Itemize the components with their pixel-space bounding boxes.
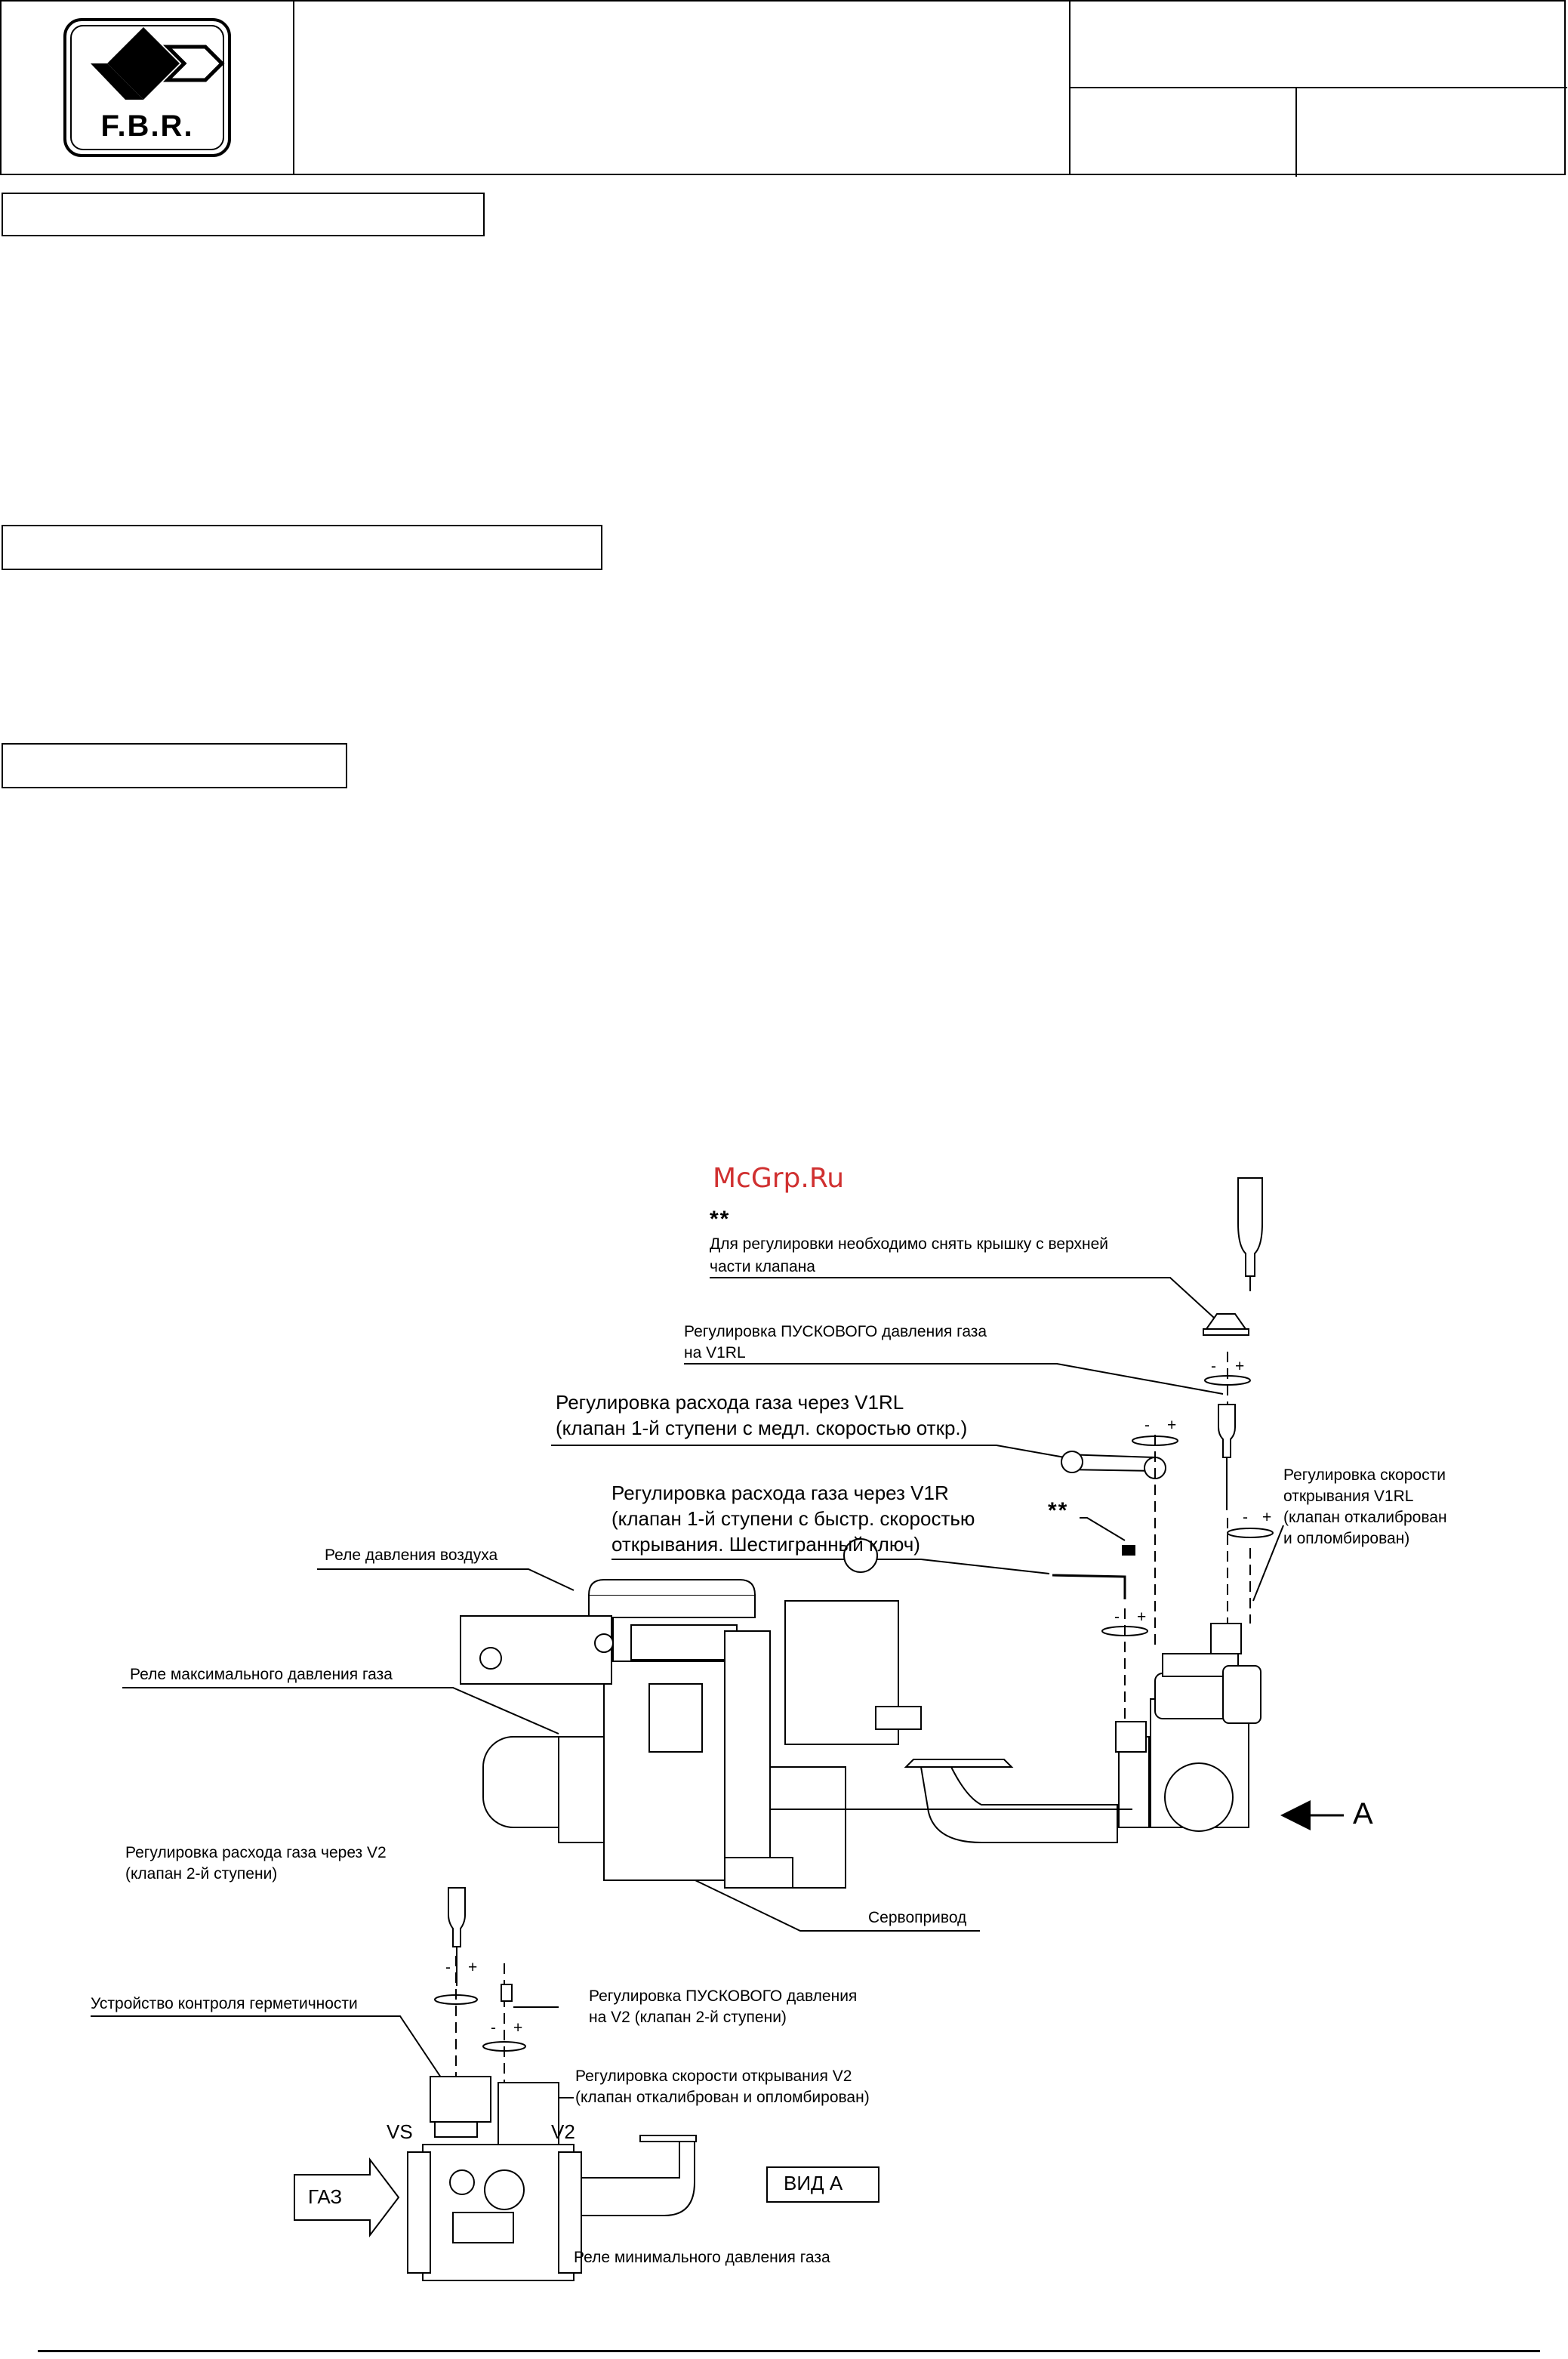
minus-sign: - — [491, 2019, 496, 2037]
plus-sign: + — [513, 2019, 523, 2037]
minus-sign: - — [445, 1959, 451, 1976]
air-pressure-switch-label: Реле давления воздуха — [325, 1546, 498, 1564]
view-a-box — [766, 2166, 879, 2203]
flow-v1r-3: открывания. Шестигранный ключ) — [611, 1533, 920, 1556]
start-pressure-v2-1: Регулировка ПУСКОВОГО давления — [589, 1987, 858, 2005]
minus-sign: - — [1211, 1358, 1216, 1375]
v2-label: V2 — [551, 2120, 575, 2143]
gas-inlet-arrow — [294, 2157, 400, 2237]
plus-sign: + — [1262, 1509, 1272, 1526]
speed-v2-1: Регулировка скорости открывания V2 — [575, 2068, 852, 2085]
plus-sign: + — [1137, 1608, 1147, 1626]
bottom-rule — [38, 2350, 1540, 2352]
flow-v2-2: (клапан 2-й ступени) — [125, 1865, 278, 1883]
start-pressure-v1rl-2: на V1RL — [684, 1344, 746, 1361]
divider — [1295, 87, 1297, 177]
note-stars-2: ** — [1048, 1498, 1069, 1523]
speed-v1rl-2: открывания V1RL — [1283, 1488, 1414, 1505]
speed-v1rl-4: и опломбирован) — [1283, 1530, 1410, 1547]
section-title-box-3 — [2, 743, 347, 788]
flow-v1rl-1: Регулировка расхода газа через V1RL — [556, 1391, 904, 1414]
hex-key-icon — [1052, 1574, 1126, 1599]
speed-v1rl-3: (клапан откалиброван — [1283, 1509, 1447, 1526]
divider — [1069, 87, 1567, 88]
section-title-box-2 — [2, 525, 602, 570]
arrow-a-label: A — [1353, 1797, 1373, 1830]
flow-v1r-1: Регулировка расхода газа через V1R — [611, 1482, 949, 1504]
fbr-logo-mark-icon — [63, 18, 231, 157]
flow-v1rl-2: (клапан 1-й ступени с медл. скоростью от… — [556, 1417, 968, 1439]
note-line-1: Для регулировки необходимо снять крышку … — [710, 1235, 1109, 1253]
start-pressure-v2-2: на V2 (клапан 2-й ступени) — [589, 2009, 787, 2026]
minus-sign: - — [1114, 1608, 1120, 1626]
tightness-label: Устройство контроля герметичности — [91, 1995, 358, 2012]
valve-assembly — [407, 2076, 697, 2281]
minus-sign: - — [1243, 1509, 1248, 1526]
plus-sign: + — [468, 1959, 478, 1976]
flow-v2-1: Регулировка расхода газа через V2 — [125, 1844, 387, 1861]
title-block: F.B.R. — [0, 0, 1567, 177]
note-stars: ** — [710, 1207, 731, 1232]
view-a-arrow — [1280, 1800, 1344, 1830]
plus-sign: + — [1235, 1358, 1245, 1375]
min-gas-pressure-label: Реле минимального давления газа — [574, 2249, 830, 2266]
vs-label: VS — [387, 2120, 413, 2143]
max-gas-pressure-label: Реле максимального давления газа — [130, 1666, 393, 1683]
minus-sign: - — [1144, 1417, 1150, 1434]
section-title-box-1 — [2, 193, 485, 236]
flow-v1r-2: (клапан 1-й ступени с быстр. скоростью — [611, 1507, 975, 1530]
watermark: McGrp.Ru — [713, 1163, 845, 1194]
wrench-icon — [1061, 1451, 1166, 1479]
logo-text: F.B.R. — [100, 109, 194, 143]
fbr-logo: F.B.R. — [62, 17, 233, 159]
burner-body — [461, 1538, 1261, 1889]
servo-label: Сервопривод — [868, 1909, 967, 1926]
plus-sign: + — [1167, 1417, 1177, 1434]
view-a-label: ВИД А — [784, 2172, 843, 2194]
start-pressure-v1rl-1: Регулировка ПУСКОВОГО давления газа — [684, 1323, 987, 1340]
note-line-2: части клапана — [710, 1258, 815, 1275]
screwdriver-icon — [1237, 1177, 1263, 1291]
speed-v1rl-1: Регулировка скорости — [1283, 1466, 1446, 1484]
gas-label: ГАЗ — [308, 2185, 343, 2208]
divider — [293, 2, 294, 174]
speed-v2-2: (клапан откалиброван и опломбирован) — [575, 2089, 870, 2106]
